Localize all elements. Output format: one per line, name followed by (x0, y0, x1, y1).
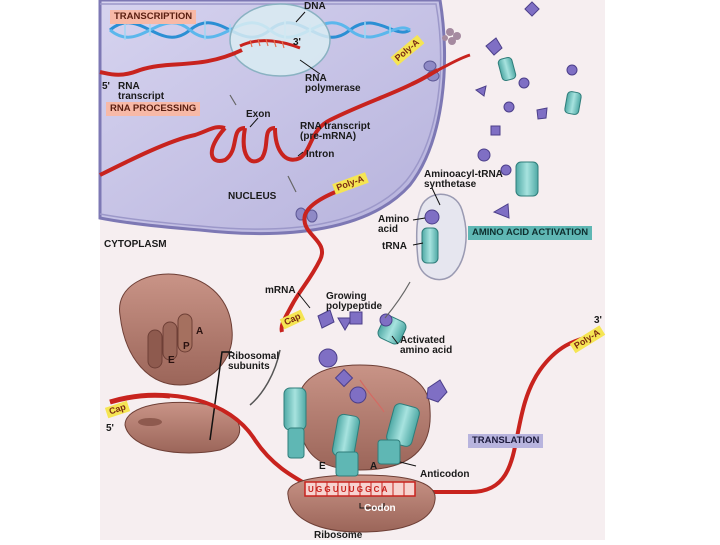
growing-polypeptide (317, 309, 367, 404)
site-e-ribosome-label: E (319, 461, 326, 472)
codon-label: Codon (364, 503, 396, 514)
mrna-strand (279, 178, 366, 333)
ribosome-label: Ribosome (314, 530, 363, 541)
translation-mrna (109, 330, 602, 494)
leader-lines (249, 11, 441, 509)
trna-a-site (377, 403, 420, 465)
process-arrows (229, 94, 411, 413)
cytoplasm-label: CYTOPLASM (104, 239, 167, 250)
translation-label: TRANSLATION (468, 434, 544, 448)
rna-polymerase (229, 3, 331, 77)
transcription-label: TRANSCRIPTION (110, 10, 197, 24)
nuclear-granules (442, 28, 461, 45)
amino-acid-label: Amino acid (378, 214, 410, 235)
activated-trna (377, 313, 407, 345)
site-e-label: E (168, 355, 175, 366)
trna-label: tRNA (382, 241, 407, 252)
pre-mrna-label: RNA transcript (pre-mRNA) (300, 121, 371, 142)
growing-polypeptide-label: Growing polypeptide (326, 291, 383, 312)
aminoacyl-trna-synthetase-label: Aminoacyl-tRNA synthetase (424, 169, 503, 190)
pre-mrna-strand (99, 68, 439, 177)
dna-label: DNA (304, 1, 326, 12)
rna-processing-label: RNA PROCESSING (106, 102, 201, 116)
poly-a-tail (437, 53, 471, 72)
exon-label: Exon (246, 109, 271, 120)
amino-acid-activation-label: AMINO ACID ACTIVATION (468, 226, 593, 240)
site-p-label: P (183, 341, 190, 352)
trna-p-site (331, 413, 361, 477)
five-prime-left-label: 5' (102, 81, 110, 92)
subunit-arrow (249, 349, 281, 406)
anticodon-label: Anticodon (420, 469, 470, 480)
site-a-label: A (196, 326, 204, 337)
ribosomal-subunits-bracket (209, 351, 232, 441)
ribosomal-subunits-label: Ribosomal subunits (228, 351, 280, 372)
free-amino-acids (474, 1, 578, 219)
activated-amino-acid-label: Activated amino acid (400, 335, 453, 356)
free-trnas (497, 56, 582, 197)
five-prime-bottom-label: 5' (106, 423, 114, 434)
intron-label: Intron (306, 149, 335, 160)
three-prime-top-label: 3' (293, 37, 301, 48)
codon-bases-label: UGGUUUGGCA (308, 485, 390, 494)
small-ribosomal-subunit (124, 401, 241, 454)
aminoacyl-trna-synthetase (415, 193, 467, 281)
rna-transcript-strand (99, 48, 243, 77)
activated-amino-acid (426, 379, 448, 403)
rna-transcript-label: RNA transcript (118, 81, 165, 102)
large-ribosomal-subunit (119, 273, 233, 386)
nucleus-label: NUCLEUS (228, 191, 277, 202)
rna-polymerase-label: RNA polymerase (305, 73, 361, 94)
site-a-ribosome-label: A (370, 461, 378, 472)
mrna-label: mRNA (265, 285, 296, 296)
trna-e-site (283, 387, 307, 459)
three-prime-right-label: 3' (594, 315, 602, 326)
